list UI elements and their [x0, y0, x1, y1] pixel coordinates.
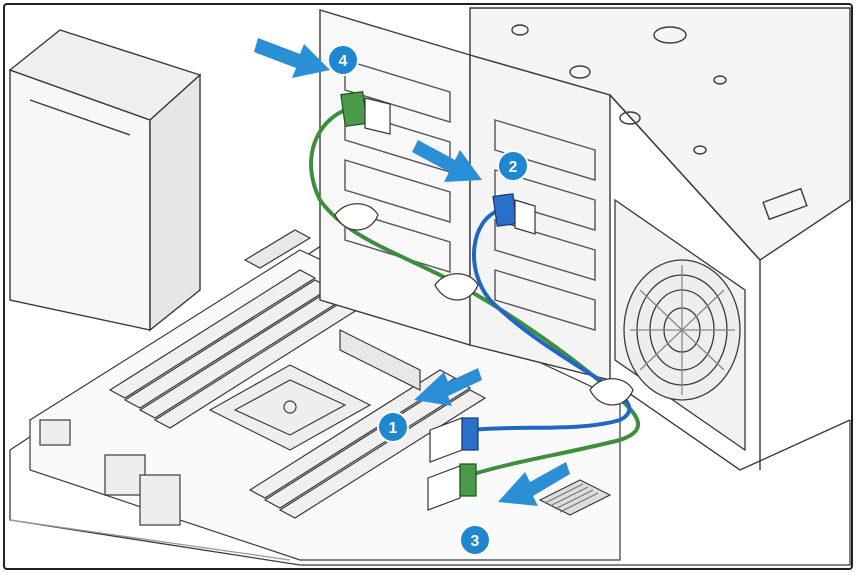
callout-badge-2: 2: [497, 150, 529, 182]
blue-sata-cable: [469, 208, 632, 432]
callout-label-2: 2: [509, 159, 518, 176]
chipset-heatsink: [538, 479, 612, 516]
callout-badge-icon: [459, 524, 491, 556]
callout-badge-icon: [327, 44, 359, 76]
arrow-icon: [254, 38, 330, 78]
fan-icon: [614, 198, 746, 452]
callout-badge-1: 1: [377, 411, 409, 443]
sata-connector-icon: [340, 90, 391, 135]
sata-connector-icon: [492, 193, 536, 235]
sata-connector-icon: [429, 417, 479, 463]
sata-connector-icon: [427, 463, 477, 511]
callout-badge-icon: [497, 150, 529, 182]
cpu-socket: [208, 364, 372, 451]
power-supply-unit: [8, 29, 202, 332]
callout-label-1: 1: [389, 420, 398, 437]
expansion-slot: [339, 329, 421, 391]
callout-label-3: 3: [471, 533, 480, 550]
memory-slots: [108, 269, 487, 519]
callout-label-4: 4: [339, 53, 348, 70]
arrow-icon: [412, 140, 482, 182]
power-header: [243, 229, 312, 269]
green-sata-cable: [309, 106, 641, 477]
motherboard: [29, 229, 621, 561]
callout-badge-icon: [377, 411, 409, 443]
rear-io-ports: [39, 419, 181, 526]
arrow-icon: [498, 462, 570, 506]
callout-badge-4: 4: [327, 44, 359, 76]
cable-clips: [334, 203, 634, 406]
callout-badge-3: 3: [459, 524, 491, 556]
arrow-icon: [414, 368, 482, 406]
